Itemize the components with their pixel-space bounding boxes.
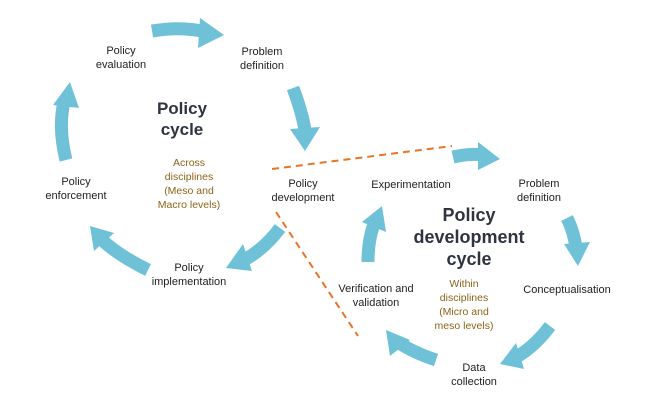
arrow-problem-to-development-head <box>290 127 320 151</box>
arrow-verification-to-experimentation-head <box>362 206 386 232</box>
arrow-implementation-to-enforcement <box>97 235 151 276</box>
stage-policy-enforcement: Policy enforcement <box>45 176 107 202</box>
development-cycle-scope: Within disciplines (Micro and meso level… <box>434 278 494 332</box>
arrow-verification-to-experimentation <box>361 221 381 263</box>
arrow-problem-to-conceptualisation-head <box>564 242 590 266</box>
stage-policy-development: Policy development <box>271 178 335 204</box>
arrow-experimentation-to-problem-head <box>478 142 500 170</box>
stage-policy-evaluation: Policy evaluation <box>95 45 147 71</box>
stage-problem-definition: Problem definition <box>239 46 285 72</box>
policy-cycle-title: Policy cycle <box>156 99 208 139</box>
arrow-implementation-to-enforcement-head <box>90 226 114 251</box>
arrow-data-to-verification-head <box>386 330 410 356</box>
dashed-connector-top <box>271 145 453 170</box>
development-cycle-title: Policy development cycle <box>413 205 525 269</box>
arrow-evaluation-to-problem <box>150 22 208 39</box>
arrow-conceptualisation-to-data-head <box>500 343 524 369</box>
dashed-connector-bottom <box>275 211 359 337</box>
stage-policy-implementation: Policy implementation <box>151 262 227 288</box>
stage-data-collection: Data collection <box>451 362 497 388</box>
stage-verification-validation: Verification and validation <box>338 283 414 309</box>
arrow-enforcement-to-evaluation <box>54 100 73 162</box>
arrow-enforcement-to-evaluation-head <box>53 82 79 108</box>
stage-experimentation: Experimentation <box>371 179 451 191</box>
stage-dev-problem-definition: Problem definition <box>516 178 562 204</box>
arrow-development-to-implementation-head <box>226 244 252 271</box>
policy-cycle-scope: Across disciplines (Meso and Macro level… <box>157 157 221 211</box>
arrow-development-to-implementation <box>242 224 286 265</box>
arrow-conceptualisation-to-data <box>514 322 556 362</box>
arrow-problem-to-development <box>286 85 312 132</box>
arrow-evaluation-to-problem-head <box>198 18 224 48</box>
stage-conceptualisation: Conceptualisation <box>523 284 611 296</box>
